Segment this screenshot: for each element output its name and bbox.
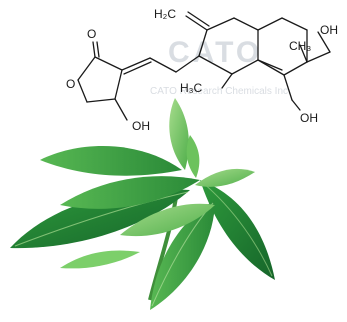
leaf-back-top-2 — [186, 135, 200, 178]
leaf-bottom — [150, 200, 215, 310]
label-ring-oxygen: O — [66, 77, 75, 91]
ring-a — [185, 11, 259, 89]
leaf-mid-left — [60, 176, 200, 209]
ring-b — [257, 17, 331, 111]
label-methyl-angular: H₃C — [180, 81, 203, 95]
label-carbonyl-oxygen: O — [87, 27, 96, 41]
leaf-center — [120, 203, 215, 237]
label-methylene: H₂C — [154, 7, 176, 21]
leaf-right — [200, 180, 275, 280]
leaf-vein — [201, 181, 273, 277]
watermark-line: CATO Research Chemicals Inc. — [150, 86, 291, 97]
leaf-tip — [60, 250, 140, 269]
leaf-back-left — [40, 146, 182, 176]
leaf-back-top — [169, 98, 189, 170]
lactone-ring — [77, 41, 123, 103]
leaf-upper-right — [195, 168, 255, 187]
leaf-vein — [14, 191, 189, 247]
label-ch2oh: OH — [320, 23, 338, 37]
label-oh-ring: OH — [300, 111, 318, 125]
leaf-lower-left — [10, 189, 190, 249]
label-oh-lactone: OH — [132, 119, 150, 133]
side-chain — [114, 55, 200, 121]
label-methyl-quaternary: CH₃ — [289, 39, 311, 53]
